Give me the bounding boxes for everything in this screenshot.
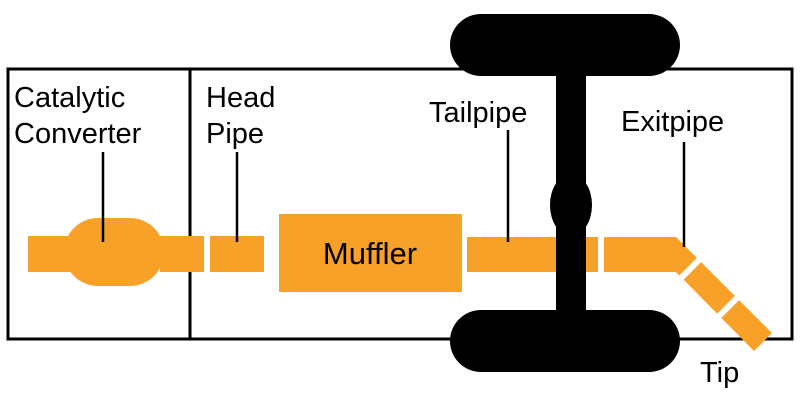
- bottom-tire: [450, 310, 680, 372]
- vehicle-frame-outline: [6, 67, 794, 341]
- pipe-joint-gap: [713, 292, 743, 322]
- head-pipe-label-line2: Pipe: [206, 118, 264, 150]
- exitpipe-label: Exitpipe: [621, 106, 724, 138]
- tailpipe-label: Tailpipe: [429, 97, 527, 129]
- pipe-joint-gap: [675, 254, 705, 284]
- muffler-label: Muffler: [323, 236, 417, 271]
- top-tire: [450, 14, 680, 76]
- pipe-segment-after-converter: [160, 236, 204, 272]
- catalytic-converter-label-line2: Converter: [14, 118, 142, 150]
- muffler-body: [279, 214, 462, 292]
- head-pipe-label-line1: Head: [206, 82, 275, 114]
- exitpipe-and-tip-bend: [604, 237, 772, 351]
- catalytic-converter-label-line1: Catalytic: [14, 82, 125, 114]
- catalytic-converter-body: [64, 218, 164, 286]
- differential-bulge: [550, 174, 592, 236]
- tip-label: Tip: [700, 357, 739, 389]
